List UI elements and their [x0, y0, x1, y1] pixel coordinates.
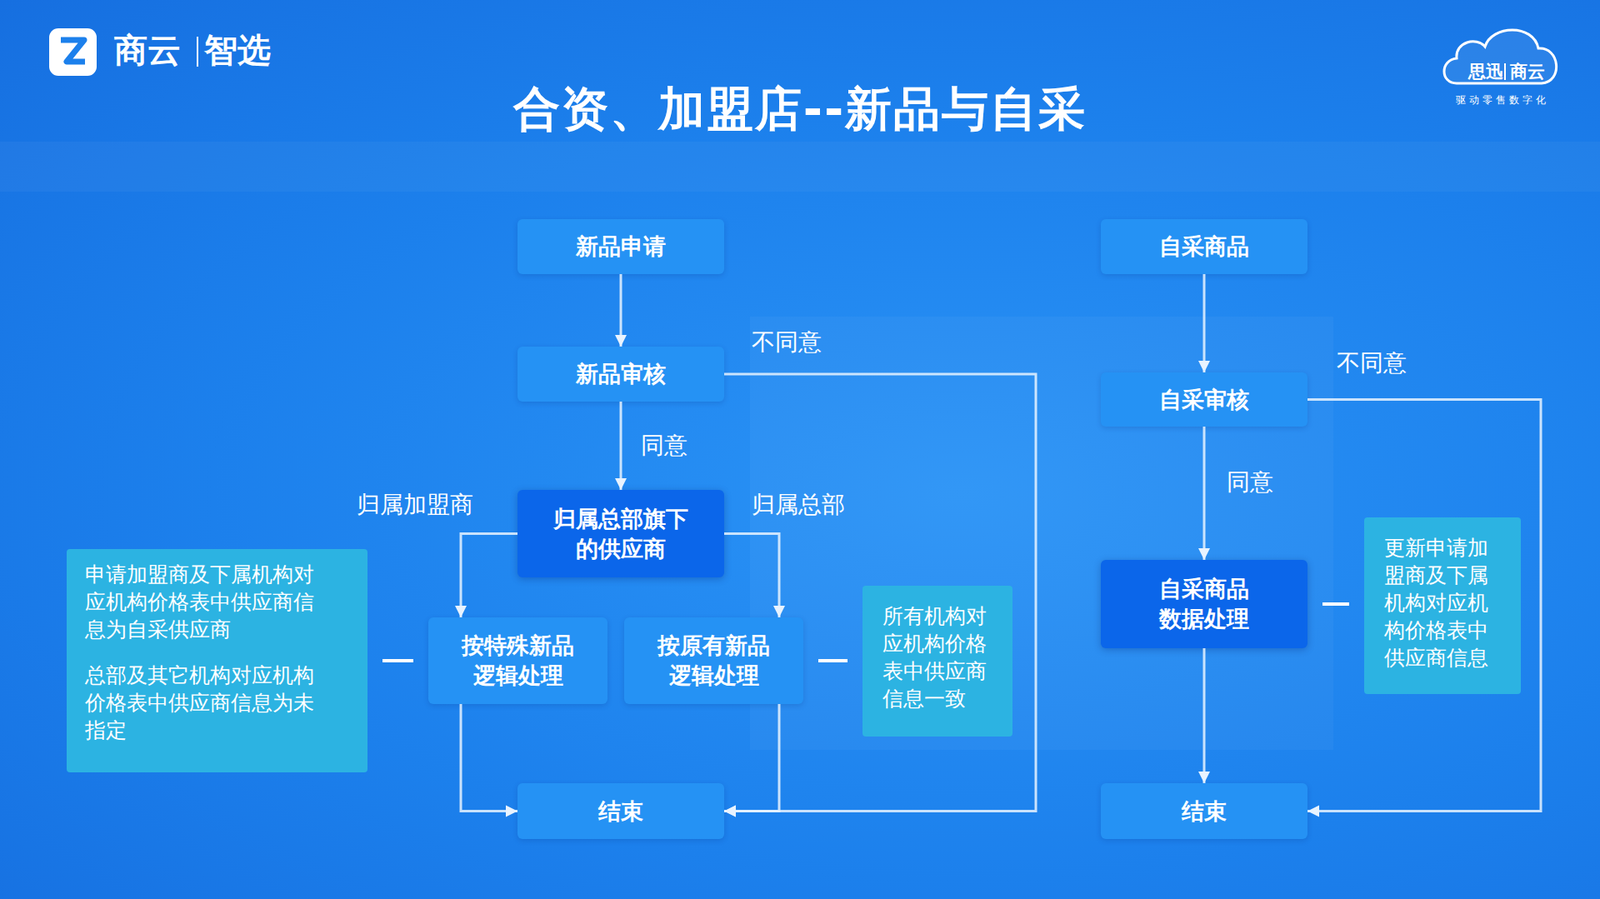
flow-arrow — [724, 374, 1036, 812]
logo-slogan: 驱动零售数字化 — [1455, 93, 1550, 107]
decision-box: 归属总部旗下的供应商 — [517, 490, 725, 578]
process-box: 按原有新品逻辑处理 — [624, 617, 804, 705]
edge-label: 不同意 — [1336, 348, 1407, 379]
process-box: 新品申请 — [517, 219, 725, 275]
logo-text: 智选 — [204, 31, 271, 69]
edge-label: 不同意 — [751, 327, 822, 358]
link-dash — [382, 659, 414, 663]
note-text: 总部及其它机构对应机构价格表中供应商信息为未指定 — [85, 661, 329, 745]
flow-arrow — [724, 534, 780, 619]
note-text: 更新申请加盟商及下属机构对应机构价格表中供应商信息 — [1384, 534, 1495, 672]
flow-arrow — [460, 534, 518, 619]
box-label: 自采审核 — [1159, 385, 1250, 415]
decision-box: 自采商品数据处理 — [1100, 560, 1308, 649]
cloud-logo — [1444, 30, 1557, 84]
edge-label: 归属加盟商 — [356, 490, 474, 520]
flow-arrow — [724, 704, 780, 812]
link-dash — [1322, 602, 1350, 606]
box-label: 新品申请 — [575, 231, 666, 262]
flow-arrow — [620, 274, 623, 347]
logo-divider — [196, 36, 199, 67]
process-box: 按特殊新品逻辑处理 — [428, 617, 608, 705]
process-box: 自采审核 — [1100, 372, 1308, 427]
logo-divider — [1504, 63, 1506, 80]
box-label: 按特殊新品逻辑处理 — [460, 630, 577, 691]
edge-label: 归属总部 — [751, 490, 845, 520]
process-box: 结束 — [1100, 783, 1308, 840]
flow-arrow — [1203, 274, 1206, 373]
flow-arrow — [1203, 648, 1206, 784]
logo-text: 思迅 — [1468, 61, 1504, 83]
note-text: 申请加盟商及下属机构对应机构价格表中供应商信息为自采供应商 — [85, 560, 329, 644]
logo-mark — [60, 40, 85, 62]
box-label: 结束 — [598, 796, 644, 827]
slide-title: 合资、加盟店--新品与自采 — [0, 80, 1600, 139]
link-dash — [818, 659, 848, 663]
process-box: 结束 — [517, 783, 725, 840]
edge-label: 同意 — [1226, 467, 1274, 498]
note-box: 更新申请加盟商及下属机构对应机构价格表中供应商信息 — [1364, 517, 1521, 695]
flow-arrow — [1307, 400, 1541, 812]
box-label: 自采商品数据处理 — [1156, 574, 1252, 635]
flow-arrow — [460, 704, 518, 812]
process-box: 新品审核 — [517, 346, 725, 402]
flow-arrow — [1203, 426, 1206, 560]
flow-arrow — [620, 401, 623, 490]
box-label: 结束 — [1181, 796, 1227, 827]
logo-icon — [49, 28, 97, 76]
note-box: 所有机构对应机构价格表中供应商信息一致 — [862, 585, 1013, 737]
background-shade — [0, 141, 1600, 192]
logo-text: 商云 — [114, 31, 181, 69]
note-box: 申请加盟商及下属机构对应机构价格表中供应商信息为自采供应商总部及其它机构对应机构… — [66, 549, 368, 773]
box-label: 新品审核 — [575, 359, 666, 390]
logo-text: 商云 — [1510, 61, 1545, 83]
process-box: 自采商品 — [1100, 219, 1308, 275]
box-label: 自采商品 — [1159, 231, 1250, 262]
edge-label: 同意 — [640, 430, 688, 461]
box-label: 归属总部旗下的供应商 — [550, 504, 692, 565]
note-text: 所有机构对应机构价格表中供应商信息一致 — [882, 602, 993, 713]
box-label: 按原有新品逻辑处理 — [655, 630, 773, 691]
